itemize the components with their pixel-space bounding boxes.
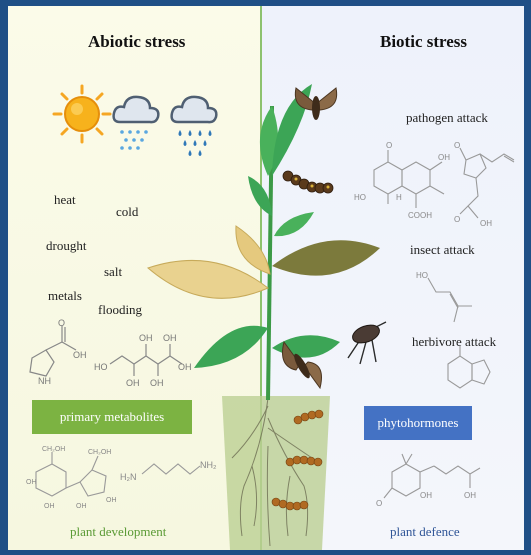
abiotic-title: Abiotic stress: [88, 32, 185, 52]
plant-illustration: [134, 66, 404, 550]
sucrose-oh-1: OH: [26, 479, 37, 486]
green-leaf-small: [248, 176, 272, 216]
green-leaf-left: [194, 326, 268, 368]
yellow-leaf-2: [236, 226, 270, 274]
proline-structure: OH O NH: [18, 318, 90, 388]
proline-nh: NH: [38, 376, 51, 386]
grub-icon-3: [270, 494, 310, 516]
sidechain-structure: HO: [414, 268, 484, 330]
ja-o-2: O: [454, 215, 460, 224]
label-drought: drought: [46, 238, 86, 254]
ga-cooh: COOH: [408, 211, 432, 220]
yellow-leaf-1: [148, 260, 268, 298]
jasmonic-acid-structure: O O OH: [452, 142, 522, 236]
green-leaf-mid: [274, 212, 314, 236]
label-pathogen-attack: pathogen attack: [406, 110, 488, 126]
grub-icon-1: [292, 406, 328, 428]
purine-structure: [438, 344, 498, 400]
figure-frame: Abiotic stress Biotic stress heat cold d…: [8, 6, 524, 550]
sugar-ho-1: HO: [94, 362, 108, 372]
sucrose-ch2oh-1: CH₂OH: [42, 446, 65, 453]
label-metals: metals: [48, 288, 82, 304]
sun-icon: [52, 84, 112, 144]
biotic-title: Biotic stress: [380, 32, 467, 52]
sucrose-oh-4: OH: [106, 497, 117, 504]
moth-icon: [290, 78, 342, 128]
aba-oh: OH: [420, 491, 432, 500]
side-ho: HO: [416, 271, 428, 280]
proline-oh: OH: [73, 350, 87, 360]
label-heat: heat: [54, 192, 76, 208]
grub-icon-2: [284, 450, 324, 472]
ga-oh: OH: [438, 153, 450, 162]
label-insect-attack: insect attack: [410, 242, 475, 258]
sucrose-oh-3: OH: [76, 503, 87, 510]
sucrose-oh-2: OH: [44, 503, 55, 510]
olive-leaf-right: [272, 240, 380, 275]
ja-o: O: [454, 142, 460, 150]
label-salt: salt: [104, 264, 122, 280]
moth-lower-icon: [276, 334, 328, 400]
sucrose-structure: CH₂OH CH₂OH OH OH OH OH: [26, 442, 118, 518]
proline-o: O: [58, 318, 65, 328]
caterpillar-icon: [280, 166, 340, 204]
aba-oh-2: OH: [464, 491, 476, 500]
beetle-icon: [340, 318, 390, 370]
ja-oh: OH: [480, 219, 492, 228]
sucrose-ch2oh-2: CH₂OH: [88, 449, 111, 456]
